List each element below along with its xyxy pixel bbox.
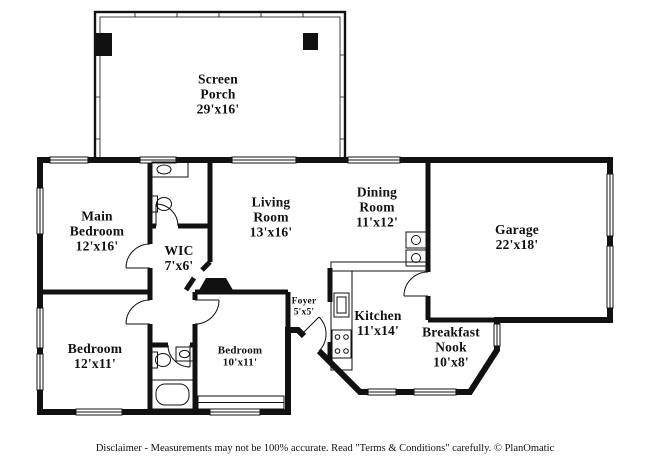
room-label-wic: WIC 7'x6'	[149, 243, 209, 273]
room-label-kitchen: Kitchen 11'x14'	[343, 308, 413, 338]
toilet-fixture	[151, 195, 158, 213]
room-label-dining-room: Dining Room 11'x12'	[349, 184, 405, 229]
room-dims: 7'x6'	[164, 258, 194, 273]
room-label-garage: Garage 22'x18'	[477, 222, 557, 252]
room-dims: 12'x11'	[74, 356, 116, 371]
room-name: Breakfast Nook	[422, 324, 480, 355]
toilet-fixture	[151, 351, 158, 369]
exterior-walls	[37, 157, 613, 415]
room-name: Kitchen	[354, 307, 402, 323]
dryer-fixture	[405, 249, 427, 267]
sink-fixture	[179, 349, 190, 359]
porch-post	[96, 33, 112, 56]
kitchen-counter	[330, 261, 429, 272]
kitchen-sink	[333, 292, 350, 318]
room-name: Bedroom	[67, 340, 123, 356]
vanity-fixture	[151, 161, 189, 178]
fireplace	[198, 278, 234, 292]
room-label-foyer: Foyer 5'x5'	[282, 296, 326, 317]
washer-fixture	[405, 231, 427, 249]
sink-fixture	[156, 164, 172, 175]
room-dims: 10'x11'	[222, 357, 258, 369]
bathtub-fixture	[151, 379, 194, 410]
toilet-fixture	[156, 197, 172, 211]
room-dims: 22'x18'	[495, 237, 539, 252]
toilet-fixture	[155, 353, 171, 367]
room-dims: 10'x8'	[433, 354, 469, 370]
room-label-breakfast-nook: Breakfast Nook 10'x8'	[416, 324, 486, 369]
room-label-living-room: Living Room 13'x16'	[243, 194, 299, 239]
room-name: WIC	[164, 242, 194, 258]
porch-post	[303, 33, 318, 50]
interior-walls	[40, 160, 497, 412]
room-label-bedroom-center: Bedroom 10'x11'	[200, 345, 280, 370]
room-dims: 11'x12'	[356, 214, 398, 230]
room-dims: 5'x5'	[293, 307, 315, 317]
room-label-bedroom-left: Bedroom 12'x11'	[50, 341, 140, 371]
room-name: Foyer	[291, 296, 317, 307]
room-dims: 12'x16'	[75, 238, 119, 254]
room-dims: 11'x14'	[357, 323, 399, 338]
room-name: Living Room	[251, 194, 291, 225]
room-name: Screen Porch	[198, 71, 238, 102]
fixtures	[151, 161, 429, 410]
disclaimer-text: Disclaimer - Measurements may not be 100…	[95, 443, 555, 454]
stove-fixture	[331, 329, 352, 359]
vanity-fixture	[175, 346, 194, 362]
room-label-screen-porch: Screen Porch 29'x16'	[186, 71, 250, 116]
room-label-main-bedroom: Main Bedroom 12'x16'	[62, 208, 132, 253]
kitchen-counter	[330, 270, 353, 371]
bathtub-fixture	[155, 383, 190, 406]
room-name: Dining Room	[356, 184, 398, 215]
room-name: Bedroom	[217, 344, 263, 357]
room-dims: 13'x16'	[249, 224, 293, 240]
doors	[125, 203, 429, 368]
room-name: Main Bedroom	[69, 208, 125, 239]
room-dims: 29'x16'	[196, 101, 240, 117]
windows	[36, 156, 614, 416]
room-name: Garage	[495, 221, 539, 237]
